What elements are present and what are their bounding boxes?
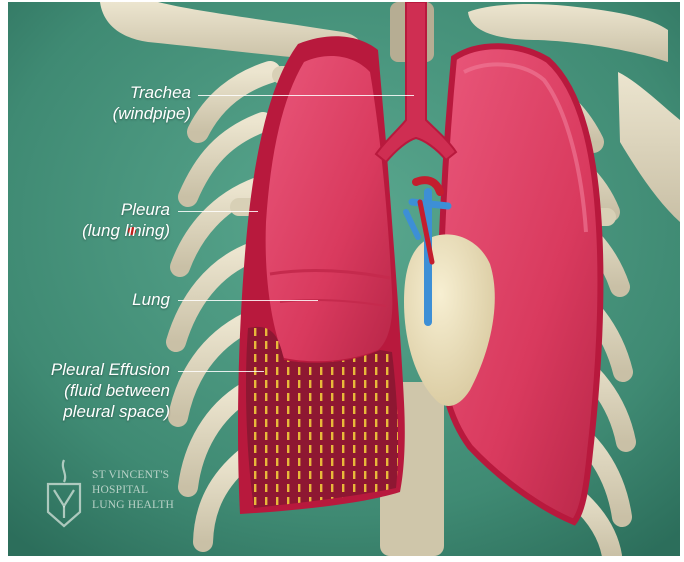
label-trachea-line-1: Trachea (96, 82, 191, 103)
hospital-logo: ST VINCENT'S HOSPITAL LUNG HEALTH (42, 454, 202, 534)
label-pleural-effusion: Pleural Effusion (fluid between pleural … (20, 359, 170, 422)
label-pleura-line-1: Pleura (60, 199, 170, 220)
illustration-frame: Trachea (windpipe) Pleura (lung lining) … (8, 2, 680, 556)
logo-line-3: LUNG HEALTH (92, 498, 174, 513)
leader-trachea (198, 95, 414, 96)
st-vincents-emblem-icon (42, 456, 86, 530)
logo-line-1: ST VINCENT'S (92, 468, 174, 483)
label-pleura: Pleura (lung lining) (60, 199, 170, 241)
leader-pleura (178, 211, 258, 212)
logo-text: ST VINCENT'S HOSPITAL LUNG HEALTH (92, 468, 174, 513)
label-trachea-line-2: (windpipe) (96, 103, 191, 124)
label-trachea: Trachea (windpipe) (96, 82, 191, 124)
logo-line-2: HOSPITAL (92, 483, 174, 498)
label-effusion-line-1: Pleural Effusion (20, 359, 170, 380)
label-effusion-line-2: (fluid between (20, 380, 170, 401)
label-pleura-line-2: (lung lining) (60, 220, 170, 241)
leader-effusion (178, 371, 264, 372)
leader-lung (178, 300, 318, 301)
label-lung: Lung (110, 289, 170, 310)
label-effusion-line-3: pleural space) (20, 401, 170, 422)
label-lung-line-1: Lung (110, 289, 170, 310)
